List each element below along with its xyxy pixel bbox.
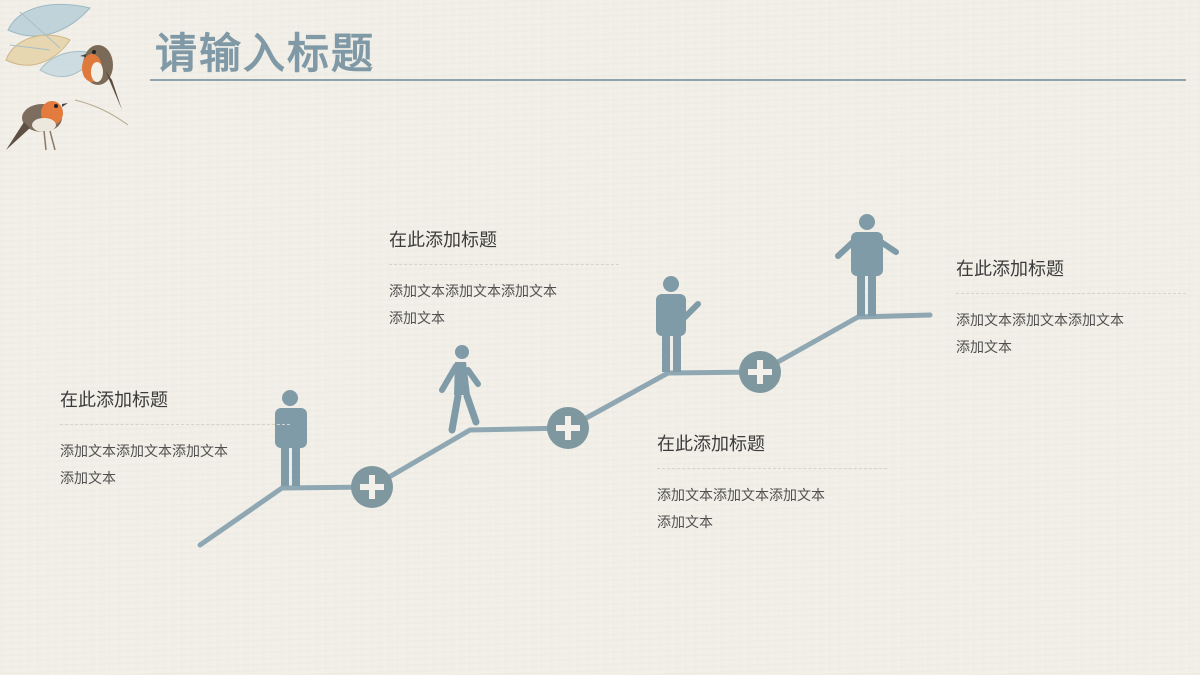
plus-circle-icon [547,407,589,449]
person-standing-icon [275,390,307,486]
step-body-line: 添加文本添加文本添加文本 [389,284,557,300]
step-block-1: 在此添加标题 添加文本添加文本添加文本 添加文本 [60,386,290,493]
plus-circle-icon [351,466,393,508]
robin-bird-top [80,45,122,110]
robin-bird-bottom [6,101,68,151]
step-body-line: 添加文本添加文本添加文本 [956,313,1124,329]
branch [74,99,129,126]
step-body-line: 添加文本 [657,515,713,531]
step-body: 添加文本添加文本添加文本 添加文本 [60,439,290,493]
step-heading: 在此添加标题 [657,430,887,469]
leaf-decoration [5,3,96,78]
step-block-2: 在此添加标题 添加文本添加文本添加文本 添加文本 [389,226,619,333]
step-block-4: 在此添加标题 添加文本添加文本添加文本 添加文本 [956,255,1186,362]
step-body-line: 添加文本 [956,340,1012,356]
step-heading: 在此添加标题 [956,255,1186,294]
title-underline [150,79,1186,81]
step-body: 添加文本添加文本添加文本 添加文本 [389,279,619,333]
step-heading: 在此添加标题 [389,226,619,265]
step-body-line: 添加文本添加文本添加文本 [60,444,228,460]
step-heading: 在此添加标题 [60,386,290,425]
step-body-line: 添加文本 [389,311,445,327]
bird-illustration [5,3,129,151]
person-pointing-icon [656,276,701,372]
page-title: 请输入标题 [155,29,376,78]
person-arms-out-icon [835,214,899,316]
plus-circle-icon [739,351,781,393]
step-body: 添加文本添加文本添加文本 添加文本 [956,308,1186,362]
step-body-line: 添加文本 [60,471,116,487]
step-block-3: 在此添加标题 添加文本添加文本添加文本 添加文本 [657,430,887,537]
step-body-line: 添加文本添加文本添加文本 [657,488,825,504]
step-body: 添加文本添加文本添加文本 添加文本 [657,483,887,537]
person-walking-icon [439,345,481,434]
